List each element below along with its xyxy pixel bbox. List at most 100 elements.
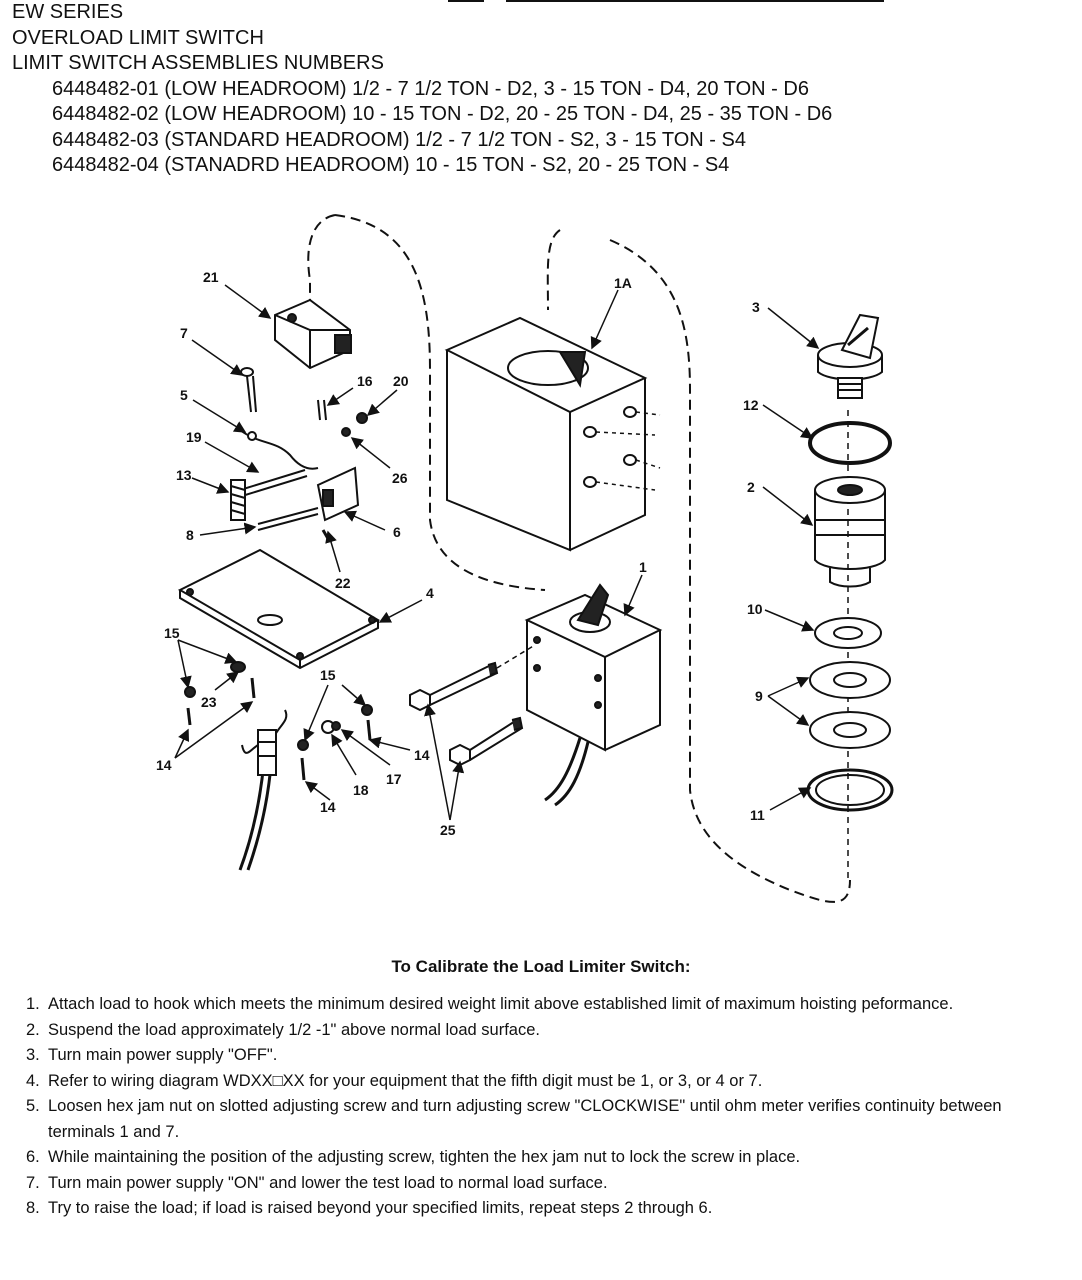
callout-14: 14 <box>320 799 336 815</box>
leader-15c <box>303 684 329 742</box>
part-9-washers <box>809 661 891 749</box>
callout-1A: 1A <box>614 275 632 291</box>
leader-1 <box>623 574 643 617</box>
leader-9a <box>767 676 810 697</box>
leader-15b <box>177 639 238 664</box>
callout-20: 20 <box>393 373 409 389</box>
callout-14: 14 <box>414 747 430 763</box>
part-25-bolts <box>409 644 536 767</box>
leader-11 <box>769 787 812 811</box>
callout-9: 9 <box>755 688 763 704</box>
part-5-wire <box>239 429 319 470</box>
leader-4 <box>378 599 423 623</box>
callout-6: 6 <box>393 524 401 540</box>
calibration-step: 8.Try to raise the load; if load is rais… <box>26 1199 713 1217</box>
leader-21 <box>224 284 272 319</box>
part-7-bolt <box>240 367 257 413</box>
callout-15: 15 <box>164 625 180 641</box>
leader-7 <box>191 339 244 376</box>
cable-bundle <box>238 709 288 871</box>
part-8-rod <box>257 507 319 531</box>
part-4-base-plate <box>177 548 381 670</box>
calibration-step: 5.Loosen hex jam nut on slotted adjustin… <box>26 1097 1002 1141</box>
leader-25a <box>424 703 451 821</box>
callout-4: 4 <box>426 585 434 601</box>
part-1-housing <box>524 583 663 807</box>
callout-16: 16 <box>357 373 373 389</box>
callout-25: 25 <box>440 822 456 838</box>
part-21-switch <box>274 298 352 370</box>
part-19-screw <box>239 469 308 497</box>
callout-5: 5 <box>180 387 188 403</box>
calibration-step: 7.Turn main power supply "ON" and lower … <box>26 1173 608 1192</box>
callout-8: 8 <box>186 527 194 543</box>
callout-2: 2 <box>747 479 755 495</box>
callout-13: 13 <box>176 467 192 483</box>
leader-16 <box>326 387 354 406</box>
part-6-bracket <box>316 466 360 522</box>
leader-17 <box>340 729 391 766</box>
leader-15d <box>341 684 367 706</box>
calibration-step: 3.Turn main power supply "OFF". <box>26 1046 278 1064</box>
hardware-under-plate <box>184 661 373 781</box>
part-26-nut <box>341 427 351 437</box>
calibration-title: To Calibrate the Load Limiter Switch: <box>391 957 691 976</box>
assemblies-heading: LIMIT SWITCH ASSEMBLIES NUMBERS <box>12 52 384 74</box>
callout-11: 11 <box>750 807 765 823</box>
leader-26 <box>350 437 391 469</box>
callout-22: 22 <box>335 575 351 591</box>
leader-20 <box>366 389 398 416</box>
callout-3: 3 <box>752 299 760 315</box>
calibration-step: 2.Suspend the load approximately 1/2 -1"… <box>26 1020 540 1039</box>
callout-26: 26 <box>392 470 408 486</box>
leader-22 <box>325 530 341 573</box>
callout-21: 21 <box>203 269 219 285</box>
dashed-loop-right-start <box>546 229 561 311</box>
leader-14b <box>174 701 254 759</box>
part-1A-housing <box>444 316 661 552</box>
part-11-ring <box>806 768 894 812</box>
switch-title: OVERLOAD LIMIT SWITCH <box>12 26 264 49</box>
top-rule <box>448 0 884 2</box>
leader-14d <box>304 781 331 801</box>
dashed-loop-left <box>307 214 336 310</box>
leader-18 <box>331 733 357 776</box>
assembly-line: 6448482-04 (STANADRD HEADROOM) 10 - 15 T… <box>52 154 730 176</box>
part-16-screw <box>317 399 327 421</box>
leader-10 <box>764 609 815 632</box>
callout-14: 14 <box>156 757 172 773</box>
callout-7: 7 <box>180 325 188 341</box>
leader-8 <box>199 522 257 536</box>
dashed-loop-center <box>334 214 546 591</box>
leader-15a <box>177 639 192 689</box>
part-10-washer <box>814 617 882 649</box>
assembly-line: 6448482-02 (LOW HEADROOM) 10 - 15 TON - … <box>52 103 833 125</box>
callout-17: 17 <box>386 771 402 787</box>
leader-13 <box>191 477 230 494</box>
leader-9b <box>767 695 810 726</box>
leader-5 <box>192 399 247 433</box>
calibration-step: 4.Refer to wiring diagram WDXX□XX for yo… <box>26 1071 763 1090</box>
leader-14a <box>174 728 190 759</box>
calibration-step: 1.Attach load to hook which meets the mi… <box>26 995 954 1013</box>
part-3-knob <box>817 313 883 399</box>
header-block: EW SERIES OVERLOAD LIMIT SWITCH LIMIT SW… <box>12 0 832 179</box>
leader-3 <box>767 307 820 349</box>
leader-23 <box>214 671 240 691</box>
callout-18: 18 <box>353 782 369 798</box>
callout-1: 1 <box>639 559 647 575</box>
dashed-loop-right <box>609 239 851 903</box>
callout-15: 15 <box>320 667 336 683</box>
leader-19 <box>204 441 260 473</box>
leader-6 <box>343 510 386 531</box>
part-12-o-ring <box>808 421 892 465</box>
calibration-step: 6.While maintaining the position of the … <box>26 1148 801 1166</box>
leader-2 <box>762 486 814 526</box>
series-title: EW SERIES <box>12 1 124 23</box>
callout-10: 10 <box>747 601 763 617</box>
callout-19: 19 <box>186 429 202 445</box>
assembly-line: 6448482-03 (STANDARD HEADROOM) 1/2 - 7 1… <box>52 128 746 151</box>
part-2-adjuster <box>814 476 886 588</box>
leader-1A <box>590 289 619 350</box>
calibration-steps: 1.Attach load to hook which meets the mi… <box>26 992 1066 1222</box>
